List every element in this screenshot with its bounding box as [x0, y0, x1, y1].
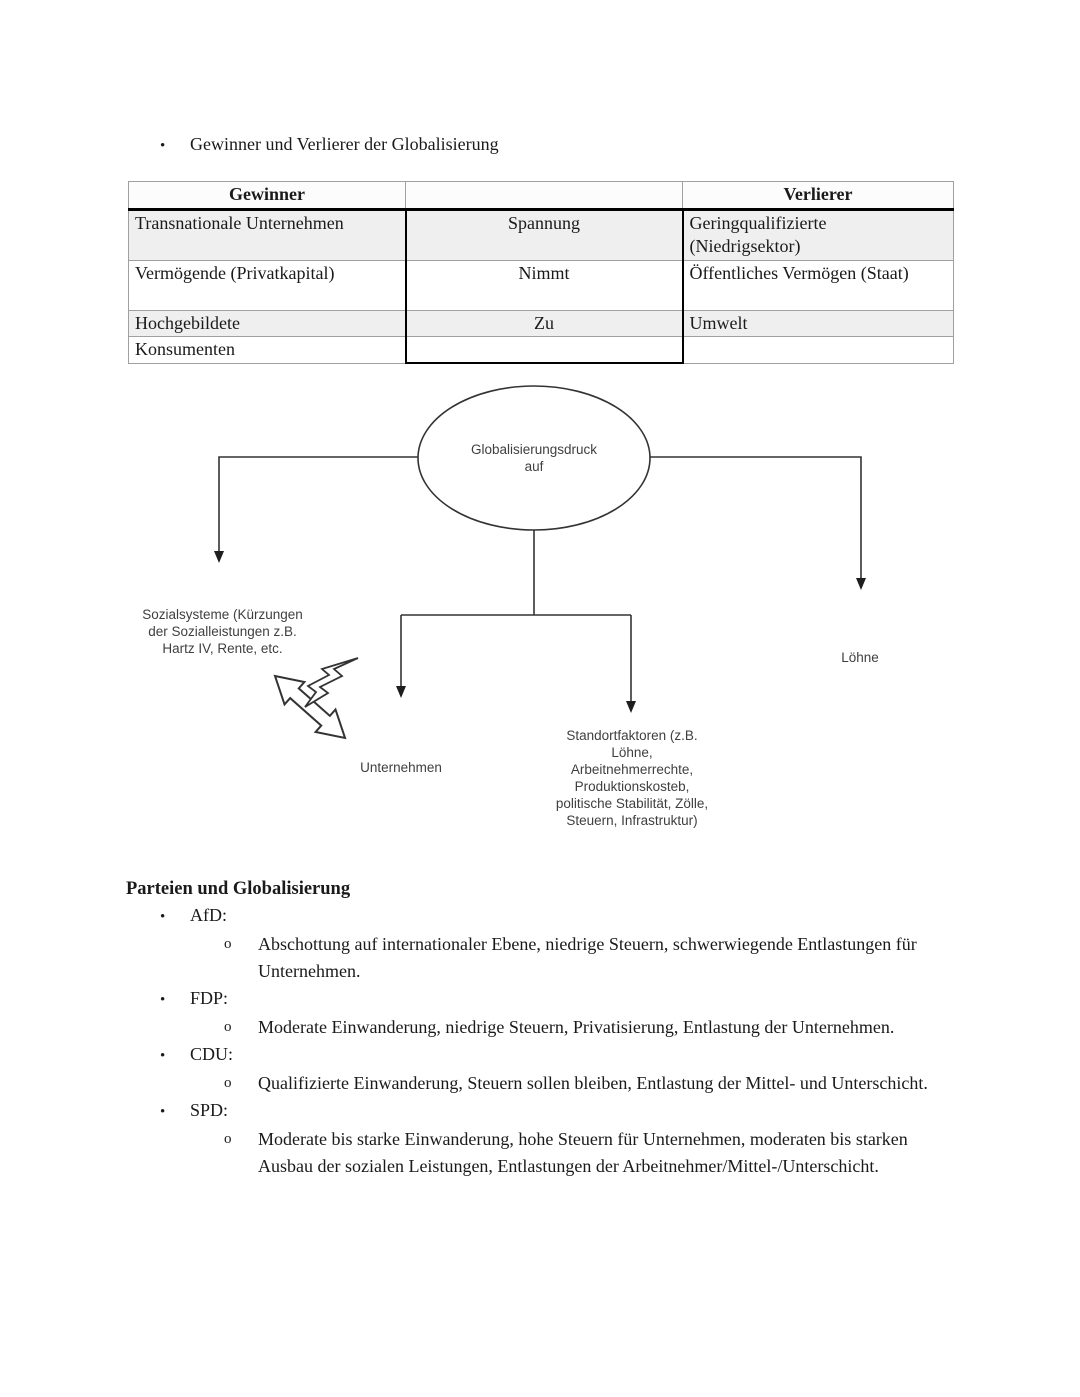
bullet-icon: •: [160, 138, 166, 154]
table-row: Vermögende (Privatkapital) Nimmt Öffentl…: [128, 260, 954, 311]
party-detail: o Abschottung auf internationaler Ebene,…: [0, 931, 1080, 985]
table-cell: Konsumenten: [128, 336, 406, 364]
table-row: Transnationale Unternehmen Spannung Geri…: [128, 209, 954, 261]
loehne-label: Löhne: [841, 650, 879, 665]
bullet-icon: •: [160, 909, 166, 925]
party-detail: o Moderate Einwanderung, niedrige Steuer…: [0, 1014, 1080, 1041]
globalization-pressure-diagram: [214, 385, 866, 740]
bullet-icon: •: [160, 992, 166, 1008]
standortfaktoren-label: Standortfaktoren (z.B. Löhne, Arbeitnehm…: [555, 728, 709, 828]
party-detail: o Moderate bis starke Einwanderung, hohe…: [0, 1126, 1080, 1180]
unternehmen-label: Unternehmen: [360, 760, 442, 775]
arrowhead-icon: [856, 578, 866, 590]
circle-bullet-icon: o: [224, 936, 232, 952]
bullet-icon: •: [160, 1104, 166, 1120]
circle-bullet-icon: o: [224, 1075, 232, 1091]
parties-heading: Parteien und Globalisierung: [126, 879, 351, 899]
zigzag-decoration-icon: [304, 657, 359, 708]
circle-bullet-icon: o: [224, 1131, 232, 1147]
arrowhead-icon: [214, 551, 224, 563]
party-item-spd: • SPD:: [0, 1097, 1080, 1126]
section-title: Gewinner und Verlierer der Globalisierun…: [190, 134, 499, 154]
party-detail-text: Abschottung auf internationaler Ebene, n…: [258, 934, 917, 981]
table-header-verlierer: Verlierer: [682, 181, 954, 211]
circle-bullet-icon: o: [224, 1019, 232, 1035]
arrow-line-right: [650, 456, 862, 579]
party-detail-text: Moderate Einwanderung, niedrige Steuern,…: [258, 1017, 895, 1037]
arrowhead-icon: [626, 701, 636, 713]
party-label: AfD:: [190, 905, 227, 925]
table-cell: Transnationale Unternehmen: [128, 209, 406, 261]
double-arrow-icon: [273, 674, 347, 740]
table-cell: Spannung: [404, 209, 684, 261]
bullet-icon: •: [160, 1048, 166, 1064]
table-cell: [404, 336, 684, 364]
party-label: CDU:: [190, 1044, 234, 1064]
table-cell: Umwelt: [682, 310, 954, 337]
party-detail-text: Moderate bis starke Einwanderung, hohe S…: [258, 1129, 908, 1176]
table-cell: Öffentliches Vermögen (Staat): [682, 260, 954, 311]
table-header-row: Gewinner Verlierer: [128, 181, 954, 211]
ellipse-label: Globalisierungsdruck auf: [470, 442, 598, 474]
sozialsysteme-label: Sozialsysteme (Kürzungen der Sozialleist…: [142, 607, 303, 656]
party-detail: o Qualifizierte Einwanderung, Steuern so…: [0, 1070, 1080, 1097]
party-label: SPD:: [190, 1100, 229, 1120]
table-header-middle: [405, 181, 683, 211]
arrowhead-icon: [396, 686, 406, 698]
arrow-line-left: [218, 456, 418, 552]
parties-list: • AfD: o Abschottung auf internationaler …: [0, 902, 1080, 1180]
party-item-cdu: • CDU:: [0, 1041, 1080, 1070]
table-cell: Nimmt: [404, 260, 684, 311]
table-row: Hochgebildete Zu Umwelt: [128, 310, 954, 337]
section-bullet-line: • Gewinner und Verlierer der Globalisieru…: [0, 131, 499, 160]
table-cell: Hochgebildete: [128, 310, 406, 337]
table-cell: Geringqualifizierte (Niedrigsektor): [682, 209, 954, 261]
party-item-fdp: • FDP:: [0, 985, 1080, 1014]
party-item-afd: • AfD:: [0, 902, 1080, 931]
winners-losers-table: Gewinner Verlierer Transnationale Untern…: [128, 181, 954, 364]
party-detail-text: Qualifizierte Einwanderung, Steuern soll…: [258, 1073, 928, 1093]
table-cell: [682, 336, 954, 364]
table-row: Konsumenten: [128, 336, 954, 364]
party-label: FDP:: [190, 988, 229, 1008]
table-cell: Zu: [404, 310, 684, 337]
table-header-gewinner: Gewinner: [128, 181, 406, 211]
table-cell: Vermögende (Privatkapital): [128, 260, 406, 311]
